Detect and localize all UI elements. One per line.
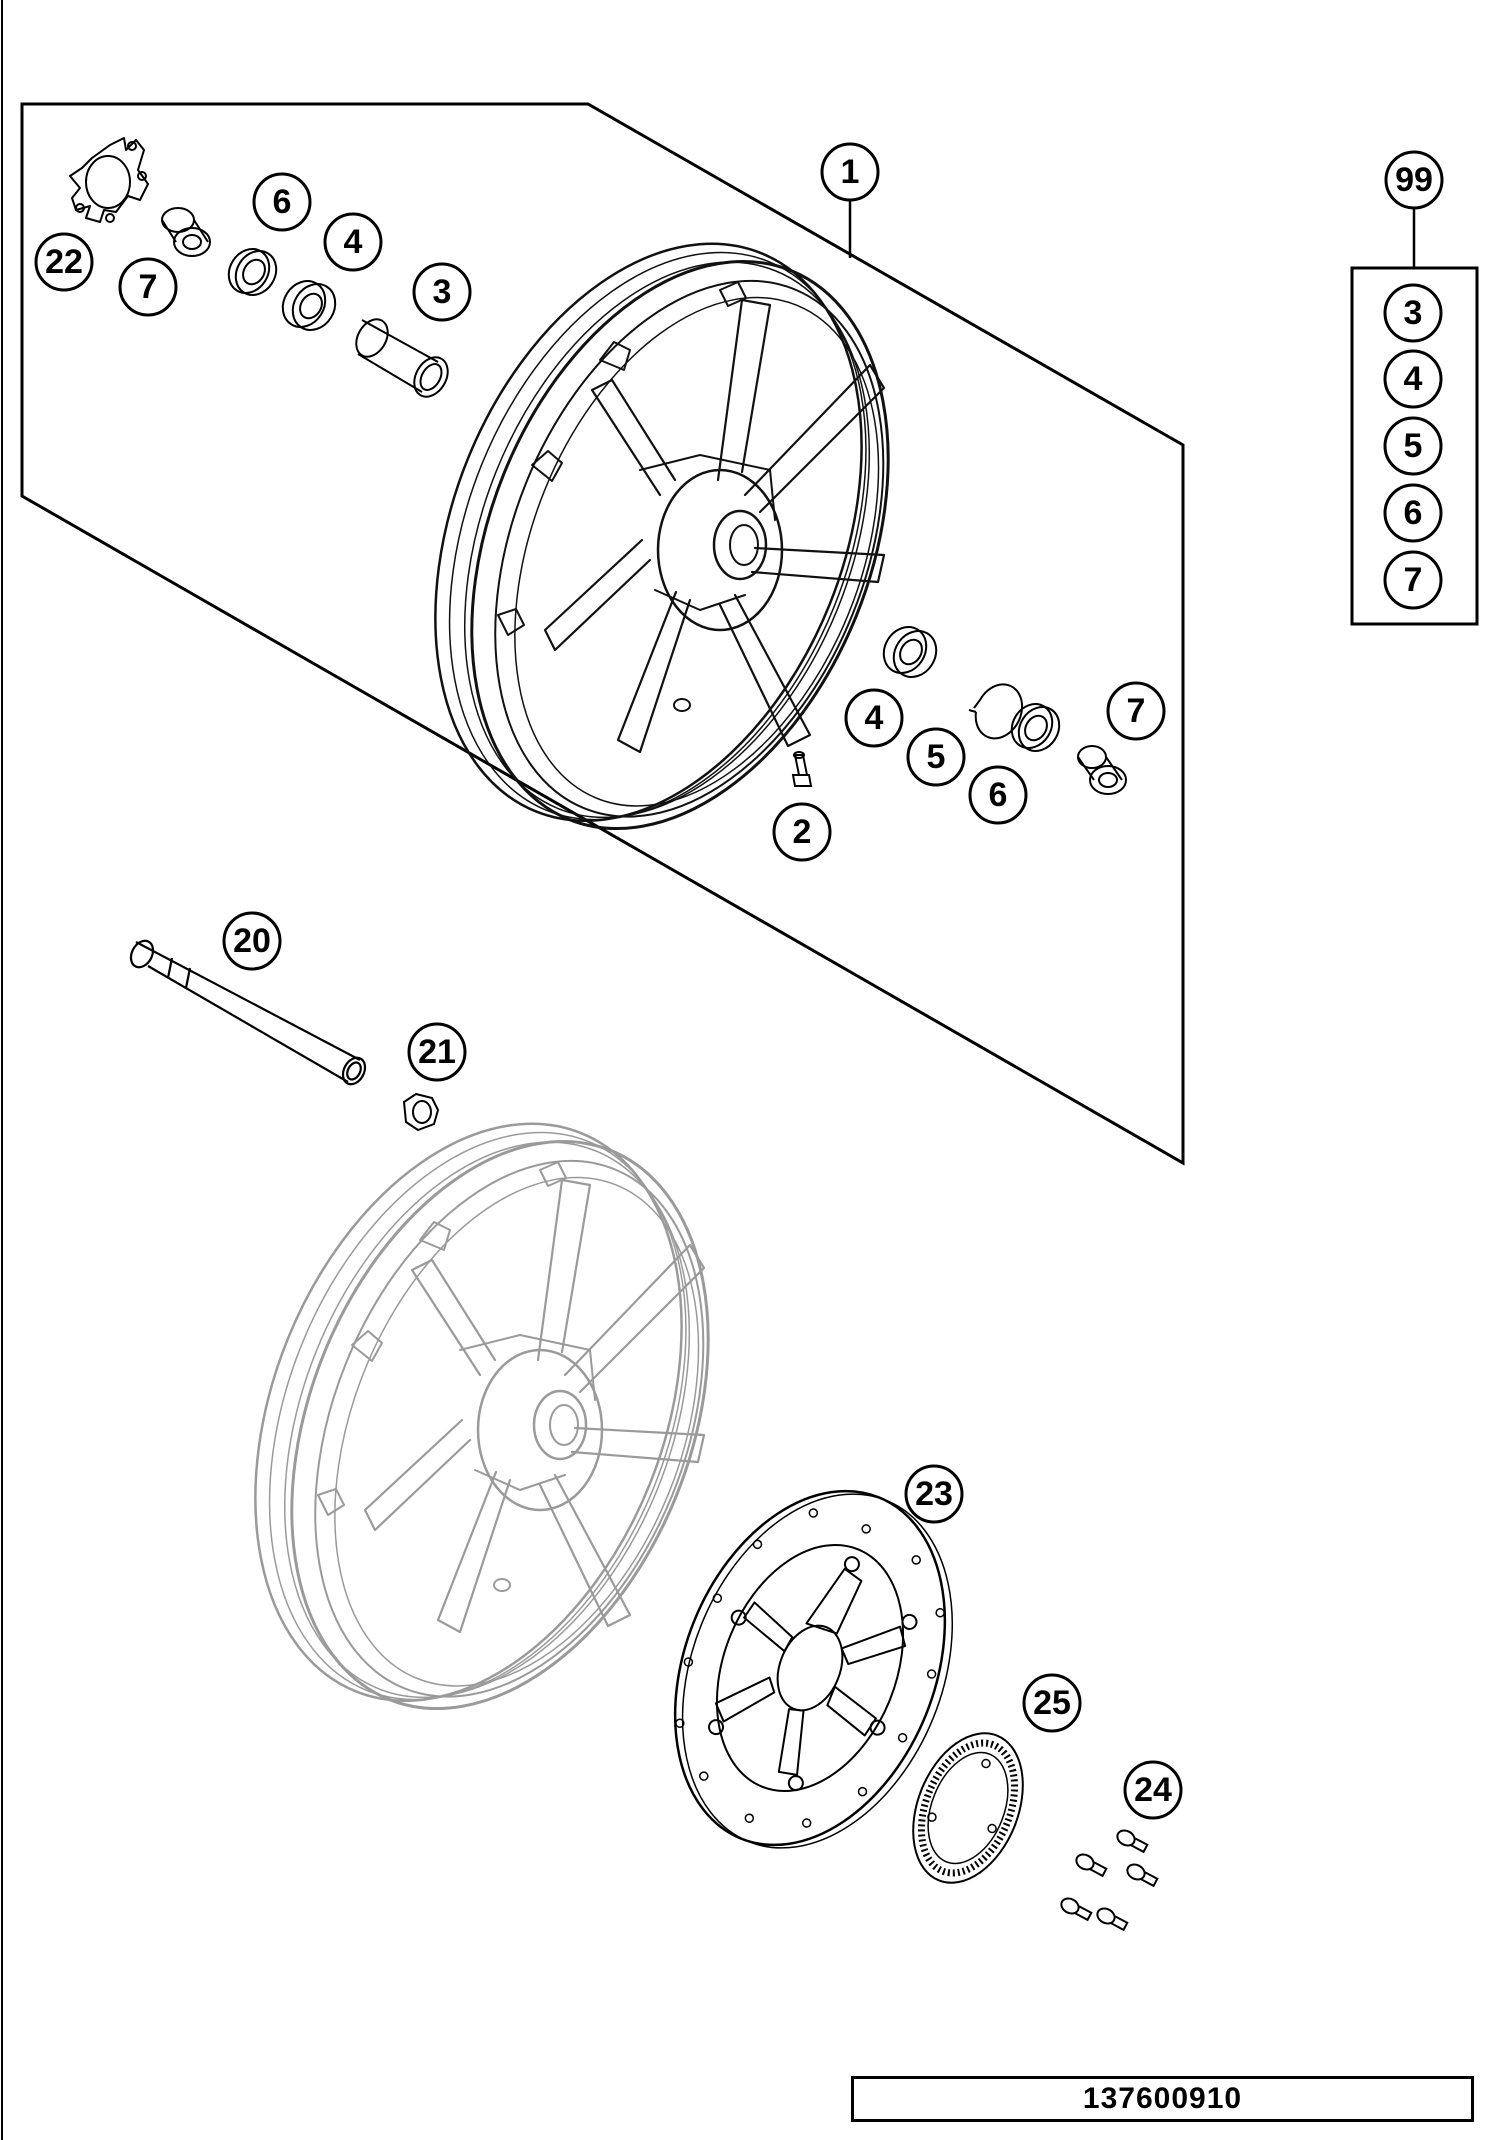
callout-7-left: 7: [118, 257, 178, 317]
wheel-spindle-part: [129, 939, 367, 1086]
kit-99-circle: [1384, 150, 1444, 210]
kit-item-2-circle: [1383, 349, 1443, 409]
callout-5-label: 5: [927, 738, 946, 776]
callout-7-right: 7: [1106, 681, 1166, 741]
spacer-right-part: [1077, 745, 1127, 795]
kit-item-1-circle: [1383, 283, 1443, 343]
spacer-left-part: [161, 207, 211, 257]
front-wheel-rim: [434, 242, 890, 831]
callout-21: 21: [407, 1022, 467, 1082]
screws-part: [1060, 1829, 1159, 1932]
bearing-left-part: [281, 280, 337, 331]
kit-item-1-label: 3: [1404, 294, 1423, 332]
brake-disc-part: [673, 1489, 954, 1849]
callout-2: 2: [772, 802, 832, 862]
callout-5: 5: [906, 727, 966, 787]
speed-sensor-ring-part: [912, 1732, 1024, 1884]
callout-23: 23: [904, 1464, 964, 1524]
callout-24: 24: [1123, 1760, 1183, 1820]
callout-4-left: 4: [323, 212, 383, 272]
callout-20: 20: [222, 911, 282, 971]
callout-2-label: 2: [793, 813, 812, 851]
callout-21-label: 21: [418, 1033, 456, 1071]
callout-24-label: 24: [1134, 1771, 1172, 1809]
kit-item-4-circle: [1383, 483, 1443, 543]
shaft-seal-left-part: [227, 248, 278, 296]
callout-4-right-label: 4: [865, 699, 884, 737]
callout-23-label: 23: [915, 1475, 953, 1513]
kit-item-3-circle: [1383, 416, 1443, 476]
kit-99-label: 99: [1395, 161, 1433, 199]
callout-6-left: 6: [252, 172, 312, 232]
callout-22: 22: [34, 232, 94, 292]
kit-item-5-circle: [1383, 550, 1443, 610]
callout-7-right-label: 7: [1127, 692, 1146, 730]
callout-3-label: 3: [433, 273, 452, 311]
sensor-bracket-part: [69, 137, 149, 223]
front-wheel-ghost: [254, 1122, 710, 1711]
bearing-right-part: [882, 626, 938, 678]
callout-25-label: 25: [1033, 1684, 1071, 1722]
callout-20-label: 20: [233, 922, 271, 960]
callout-6-right-label: 6: [989, 776, 1008, 814]
distance-sleeve-part: [355, 318, 449, 398]
kit-item-4-label: 6: [1404, 494, 1423, 532]
collar-nut-part: [402, 1092, 440, 1132]
assembly-group-frame: [20, 102, 1185, 1166]
callout-4-left-label: 4: [344, 223, 363, 261]
callout-6-left-label: 6: [273, 183, 292, 221]
drawing-number: 137600910: [851, 2076, 1474, 2122]
shaft-seal-right-part: [1010, 703, 1061, 752]
callout-7-left-label: 7: [139, 268, 158, 306]
valve-part: [791, 751, 813, 787]
callout-6-right: 6: [968, 765, 1028, 825]
callout-1-label: 1: [841, 153, 860, 191]
kit-99-group: 99 3 4 5 6 7: [1350, 150, 1479, 626]
callout-3: 3: [412, 262, 472, 322]
callout-1: 1: [820, 142, 880, 202]
kit-item-3-label: 5: [1404, 427, 1423, 465]
callout-4-right: 4: [844, 688, 904, 748]
callout-25: 25: [1022, 1673, 1082, 1733]
kit-item-2-label: 4: [1404, 360, 1423, 398]
kit-99-box: [1350, 266, 1479, 626]
circlip-part: [968, 683, 1024, 740]
kit-item-5-label: 7: [1404, 561, 1423, 599]
callout-22-label: 22: [45, 243, 83, 281]
